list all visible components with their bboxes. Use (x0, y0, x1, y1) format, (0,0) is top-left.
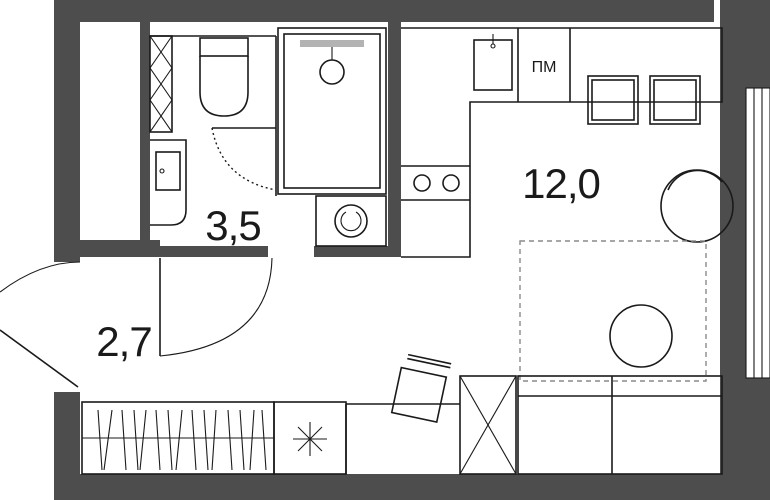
bath-door-swing (211, 127, 277, 191)
coffee-table-icon (609, 304, 673, 368)
armchair-round-icon (660, 169, 734, 243)
sofa-icon (517, 375, 723, 475)
wall-bath-kitchen (388, 22, 401, 257)
wall-bottom (54, 474, 740, 500)
entrance-door (0, 261, 81, 388)
window-gap (746, 88, 770, 378)
hob-icon (413, 174, 460, 192)
area-label-bathroom: 3,5 (205, 202, 260, 249)
washing-machine-icon (315, 195, 387, 247)
cabinet-icon (459, 375, 517, 475)
wardrobe-icon (81, 401, 275, 475)
wall-hall-top (80, 240, 160, 257)
kitchen: ПМ (401, 27, 723, 258)
living-room (81, 169, 734, 475)
area-label-hall: 2,7 (96, 318, 151, 365)
wall-left-lower (54, 395, 80, 500)
bar-stool-2 (649, 75, 701, 125)
area-label-living: 12,0 (522, 160, 600, 207)
washbasin-icon (150, 139, 187, 226)
bar-stool-1 (587, 75, 639, 125)
dishwasher-label: ПМ (532, 59, 557, 76)
rug (519, 240, 707, 382)
bathroom (149, 27, 387, 357)
window (745, 87, 770, 379)
toilet-icon (199, 37, 249, 117)
wall-bath-bottom-right (314, 246, 392, 257)
bath-door-arc (159, 257, 273, 357)
wall-top-notch (190, 0, 402, 10)
entrance-gap (0, 262, 80, 392)
utility-cabinet-icon (273, 401, 347, 475)
shower-icon (277, 27, 387, 195)
kitchen-sink-icon (473, 34, 513, 91)
desk-chair-icon (390, 353, 452, 424)
wall-hall-bath (140, 22, 150, 257)
wall-bath-bottom-left (150, 246, 268, 257)
walls (54, 0, 770, 500)
